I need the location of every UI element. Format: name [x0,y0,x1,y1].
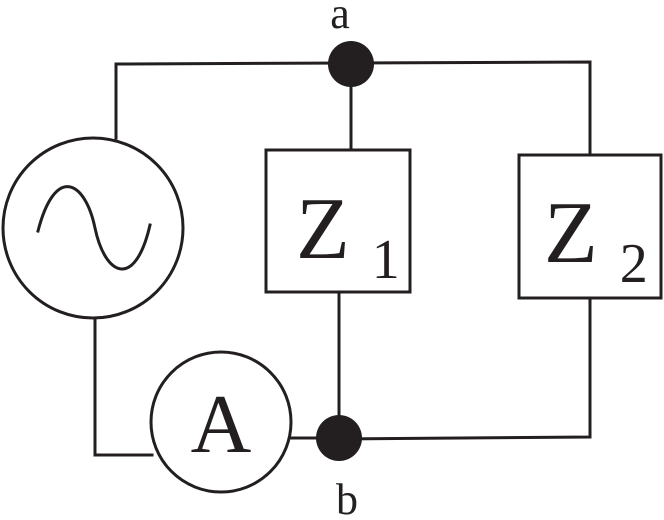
node-a-label: a [330,0,350,38]
node-a-dot [328,41,374,87]
impedance-z1: Z 1 [264,148,412,294]
impedance-z1-label: Z 1 [296,181,400,291]
impedance-z2-box [517,153,663,300]
impedance-z2-subscript: 2 [620,233,648,295]
sine-wave-icon [36,185,152,271]
wire-z2-to-b [337,296,592,441]
impedance-z2-symbol: Z [544,185,598,282]
impedance-z2-label: Z 2 [544,185,648,295]
ammeter: A [149,350,293,494]
wire-source-to-ammeter [93,316,154,457]
ac-source [1,136,185,320]
impedance-z1-box [264,148,412,294]
ammeter-label: A [191,378,252,471]
ammeter-circle [149,350,293,494]
impedance-z2: Z 2 [517,153,663,300]
node-b-dot [316,415,362,461]
node-b-label: b [336,475,358,520]
ac-source-circle [1,136,185,320]
impedance-z1-subscript: 1 [372,229,400,291]
impedance-z1-symbol: Z [296,181,350,278]
